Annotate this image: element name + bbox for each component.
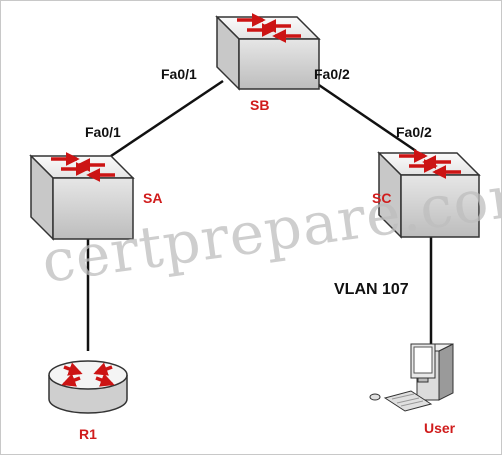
- switch-icon: [377, 149, 481, 239]
- links: [86, 79, 433, 351]
- device-label-user: User: [424, 420, 456, 436]
- workstation-user[interactable]: [369, 343, 454, 412]
- port-label-sb-right: Fa0/2: [314, 66, 350, 82]
- device-label-sb: SB: [250, 97, 269, 113]
- switch-icon: [29, 152, 135, 241]
- link-sb-sc: [312, 79, 417, 153]
- device-label-sc: SC: [372, 190, 391, 206]
- switch-sc[interactable]: [377, 149, 481, 239]
- switch-icon: [215, 13, 321, 91]
- router-r1[interactable]: [48, 360, 128, 414]
- device-label-r1: R1: [79, 426, 97, 442]
- switch-sb[interactable]: [215, 13, 321, 91]
- device-label-sa: SA: [143, 190, 162, 206]
- switch-sa[interactable]: [29, 152, 135, 241]
- port-label-sc-up: Fa0/2: [396, 124, 432, 140]
- router-icon: [48, 360, 128, 414]
- vlan-label: VLAN 107: [334, 281, 409, 298]
- link-sb-sa: [110, 79, 224, 158]
- port-label-sb-left: Fa0/1: [161, 66, 197, 82]
- workstation-icon: [369, 343, 454, 412]
- port-label-sa-up: Fa0/1: [85, 124, 121, 140]
